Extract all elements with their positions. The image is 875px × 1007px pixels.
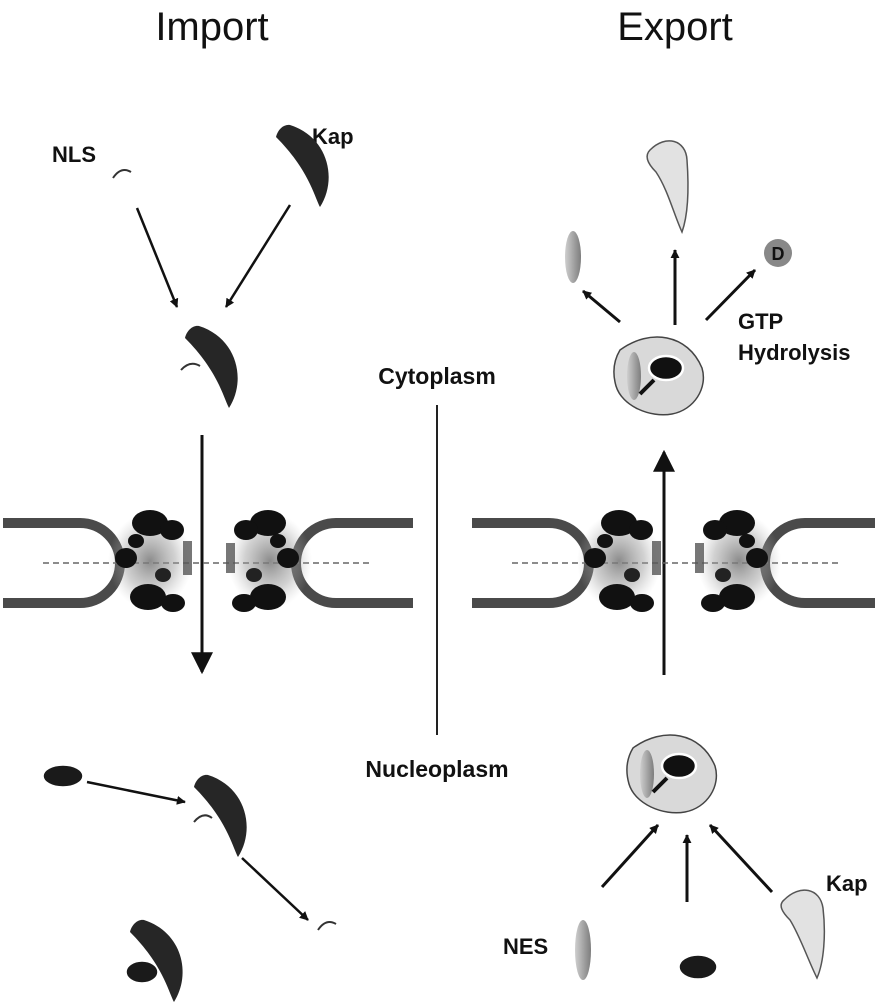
import-kap-ran-bound [126, 920, 183, 1002]
arrow-kap-to-export-complex [710, 825, 772, 892]
released-nls [318, 922, 336, 930]
import-nls-label: NLS [52, 142, 96, 167]
export-nes-label: NES [503, 934, 548, 959]
arrow-nes-to-complex [602, 825, 658, 887]
export-released-kap [647, 141, 688, 232]
arrow-release-nes [583, 291, 620, 322]
import-kap-ran-complex [194, 775, 247, 857]
import-complex [181, 326, 238, 408]
nls-cargo [113, 170, 131, 178]
arrow-release-nls [242, 858, 308, 920]
export-heading: Export [617, 5, 733, 49]
arrow-nls-to-complex [137, 208, 177, 307]
export-kap-free [781, 890, 824, 978]
export-released-nes [565, 231, 581, 283]
export-released-ran-gdp: D [764, 239, 792, 267]
arrow-ran-to-kap [87, 782, 185, 802]
import-ran [43, 765, 83, 787]
import-heading: Import [155, 5, 268, 49]
export-complex-cytoplasm [614, 337, 703, 415]
arrow-kap-to-complex [226, 205, 290, 307]
hydrolysis-label: Hydrolysis [738, 340, 851, 365]
svg-text:D: D [772, 244, 785, 264]
export-complex-nucleoplasm [627, 735, 716, 813]
cytoplasm-label: Cytoplasm [378, 363, 496, 389]
export-nes-cargo [575, 920, 591, 980]
nucleoplasm-label: Nucleoplasm [365, 756, 508, 782]
import-pore-complex [3, 510, 413, 612]
export-ran-gtp [679, 955, 717, 979]
export-pore-complex [472, 510, 875, 612]
gtp-label: GTP [738, 309, 783, 334]
export-kap-label: Kap [826, 871, 868, 896]
